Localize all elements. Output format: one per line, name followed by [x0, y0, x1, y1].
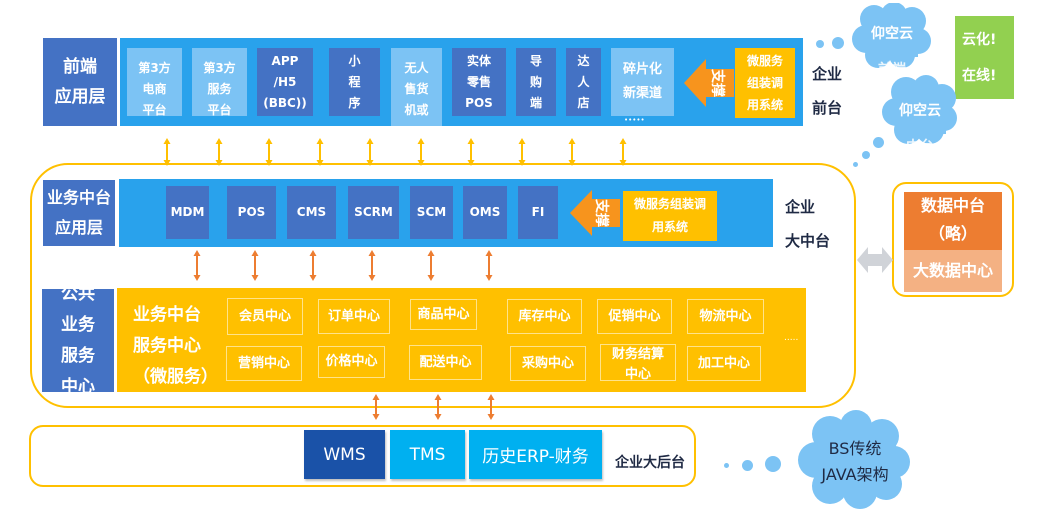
- middle-microservice-box: 微服务组装调 用系统: [623, 191, 717, 241]
- frontend-tile: 第3方 电商 平台: [127, 48, 182, 116]
- frontend-tile: 无人 售货 机或: [391, 48, 442, 126]
- middle-tile: SCM: [410, 186, 453, 239]
- frontend-tile: 碎片化 新渠道: [611, 48, 674, 116]
- middle-tile: CMS: [287, 186, 336, 239]
- backend-system-tile: TMS: [390, 430, 465, 479]
- frontend-tile: 第3方 服务 平台: [192, 48, 247, 116]
- cloud-middle-line2: 中台: [882, 136, 958, 146]
- middle-layer-label: 业务中台 应用层: [43, 180, 115, 246]
- frontend-layer-label: 前端 应用层: [43, 38, 117, 126]
- cloud-backend: BS传统 JAVA架构: [796, 410, 914, 510]
- frontend-microservice-box: 微服务 组装调 用系统: [735, 48, 795, 118]
- frontend-tile: 实体 零售 POS: [452, 48, 506, 116]
- service-tile: 商品中心: [410, 299, 477, 330]
- middle-side-label: 企业 大中台: [785, 198, 831, 250]
- services-ellipsis: .....: [784, 333, 799, 343]
- middle-tile: OMS: [463, 186, 507, 239]
- green-note: 云化! 在线!: [955, 16, 1014, 99]
- backend-label: 企业大后台: [615, 455, 685, 471]
- cloud-front-line2: 前端: [852, 59, 932, 69]
- frontend-tile: APP /H5 (BBC)): [257, 48, 313, 116]
- double-arrow-connector: [372, 394, 380, 420]
- middle-tile: MDM: [166, 186, 209, 239]
- double-arrow-connector: [619, 138, 627, 166]
- cloud-front: 仰空云 前端: [852, 3, 932, 69]
- middle-platform-container: [30, 163, 856, 408]
- service-tile: 促销中心: [597, 299, 672, 334]
- service-tile: 采购中心: [510, 346, 586, 381]
- double-arrow-connector: [316, 138, 324, 166]
- service-tile: 库存中心: [507, 299, 582, 334]
- service-tile: 订单中心: [318, 299, 390, 334]
- data-center-title: 数据中台 （略）: [904, 192, 1002, 250]
- service-tile: 营销中心: [226, 346, 302, 381]
- service-tile: 配送中心: [409, 345, 482, 380]
- backend-system-tile: WMS: [304, 430, 385, 479]
- double-arrow-connector: [193, 250, 201, 281]
- middle-tile: POS: [227, 186, 276, 239]
- double-arrow-connector: [265, 138, 273, 166]
- thought-dot: [765, 456, 781, 472]
- service-tile: 加工中心: [687, 346, 761, 381]
- service-tile: 价格中心: [318, 346, 385, 378]
- thought-dot: [816, 40, 824, 48]
- services-band: [117, 288, 806, 392]
- double-arrow-connector: [485, 250, 493, 281]
- double-arrow-connector: [215, 138, 223, 166]
- cloud-front-line1: 仰空云: [871, 26, 913, 42]
- service-tile: 财务结算 中心: [600, 344, 676, 381]
- cloud-backend-text: BS传统 JAVA架构: [821, 439, 889, 484]
- frontend-tile: 达 人 店: [566, 48, 601, 116]
- services-layer-label: 公共 业务 服务 中心: [42, 289, 114, 392]
- service-tile: 会员中心: [227, 298, 303, 335]
- frontend-tile: 小 程 序: [329, 48, 380, 116]
- frontend-tile: 导 购 端: [516, 48, 556, 116]
- middle-tile: FI: [518, 186, 558, 239]
- backend-container: [29, 425, 696, 487]
- frontend-side-label: 企业 前台: [812, 65, 843, 117]
- data-center-subtitle: 大数据中心: [904, 250, 1002, 292]
- double-arrow-connector: [487, 394, 495, 420]
- cloud-middle-line1: 仰空云: [899, 103, 941, 119]
- middle-tile: SCRM: [348, 186, 399, 239]
- bidirectional-arrow-icon: [857, 247, 893, 273]
- double-arrow-connector: [251, 250, 259, 281]
- thought-dot: [742, 460, 753, 471]
- double-arrow-connector: [417, 138, 425, 166]
- double-arrow-connector: [434, 394, 442, 420]
- cloud-middle: 仰空云 中台: [882, 74, 958, 146]
- thought-dot: [853, 162, 858, 167]
- thought-dot: [832, 37, 844, 49]
- double-arrow-connector: [368, 250, 376, 281]
- thought-dot: [724, 463, 729, 468]
- double-arrow-connector: [309, 250, 317, 281]
- data-center-container: [892, 182, 1014, 297]
- frontend-ellipsis: •••••: [624, 116, 645, 124]
- thought-dot: [873, 137, 884, 148]
- double-arrow-connector: [467, 138, 475, 166]
- middle-support-arrow-icon: [570, 190, 620, 236]
- service-tile: 物流中心: [687, 299, 764, 334]
- double-arrow-connector: [568, 138, 576, 166]
- frontend-support-arrow-icon: [684, 59, 734, 107]
- double-arrow-connector: [163, 138, 171, 166]
- double-arrow-connector: [427, 250, 435, 281]
- services-title: 业务中台 服务中心 （微服务）: [133, 305, 218, 387]
- double-arrow-connector: [518, 138, 526, 166]
- double-arrow-connector: [366, 138, 374, 166]
- backend-system-tile: 历史ERP-财务: [469, 430, 602, 479]
- thought-dot: [862, 151, 870, 159]
